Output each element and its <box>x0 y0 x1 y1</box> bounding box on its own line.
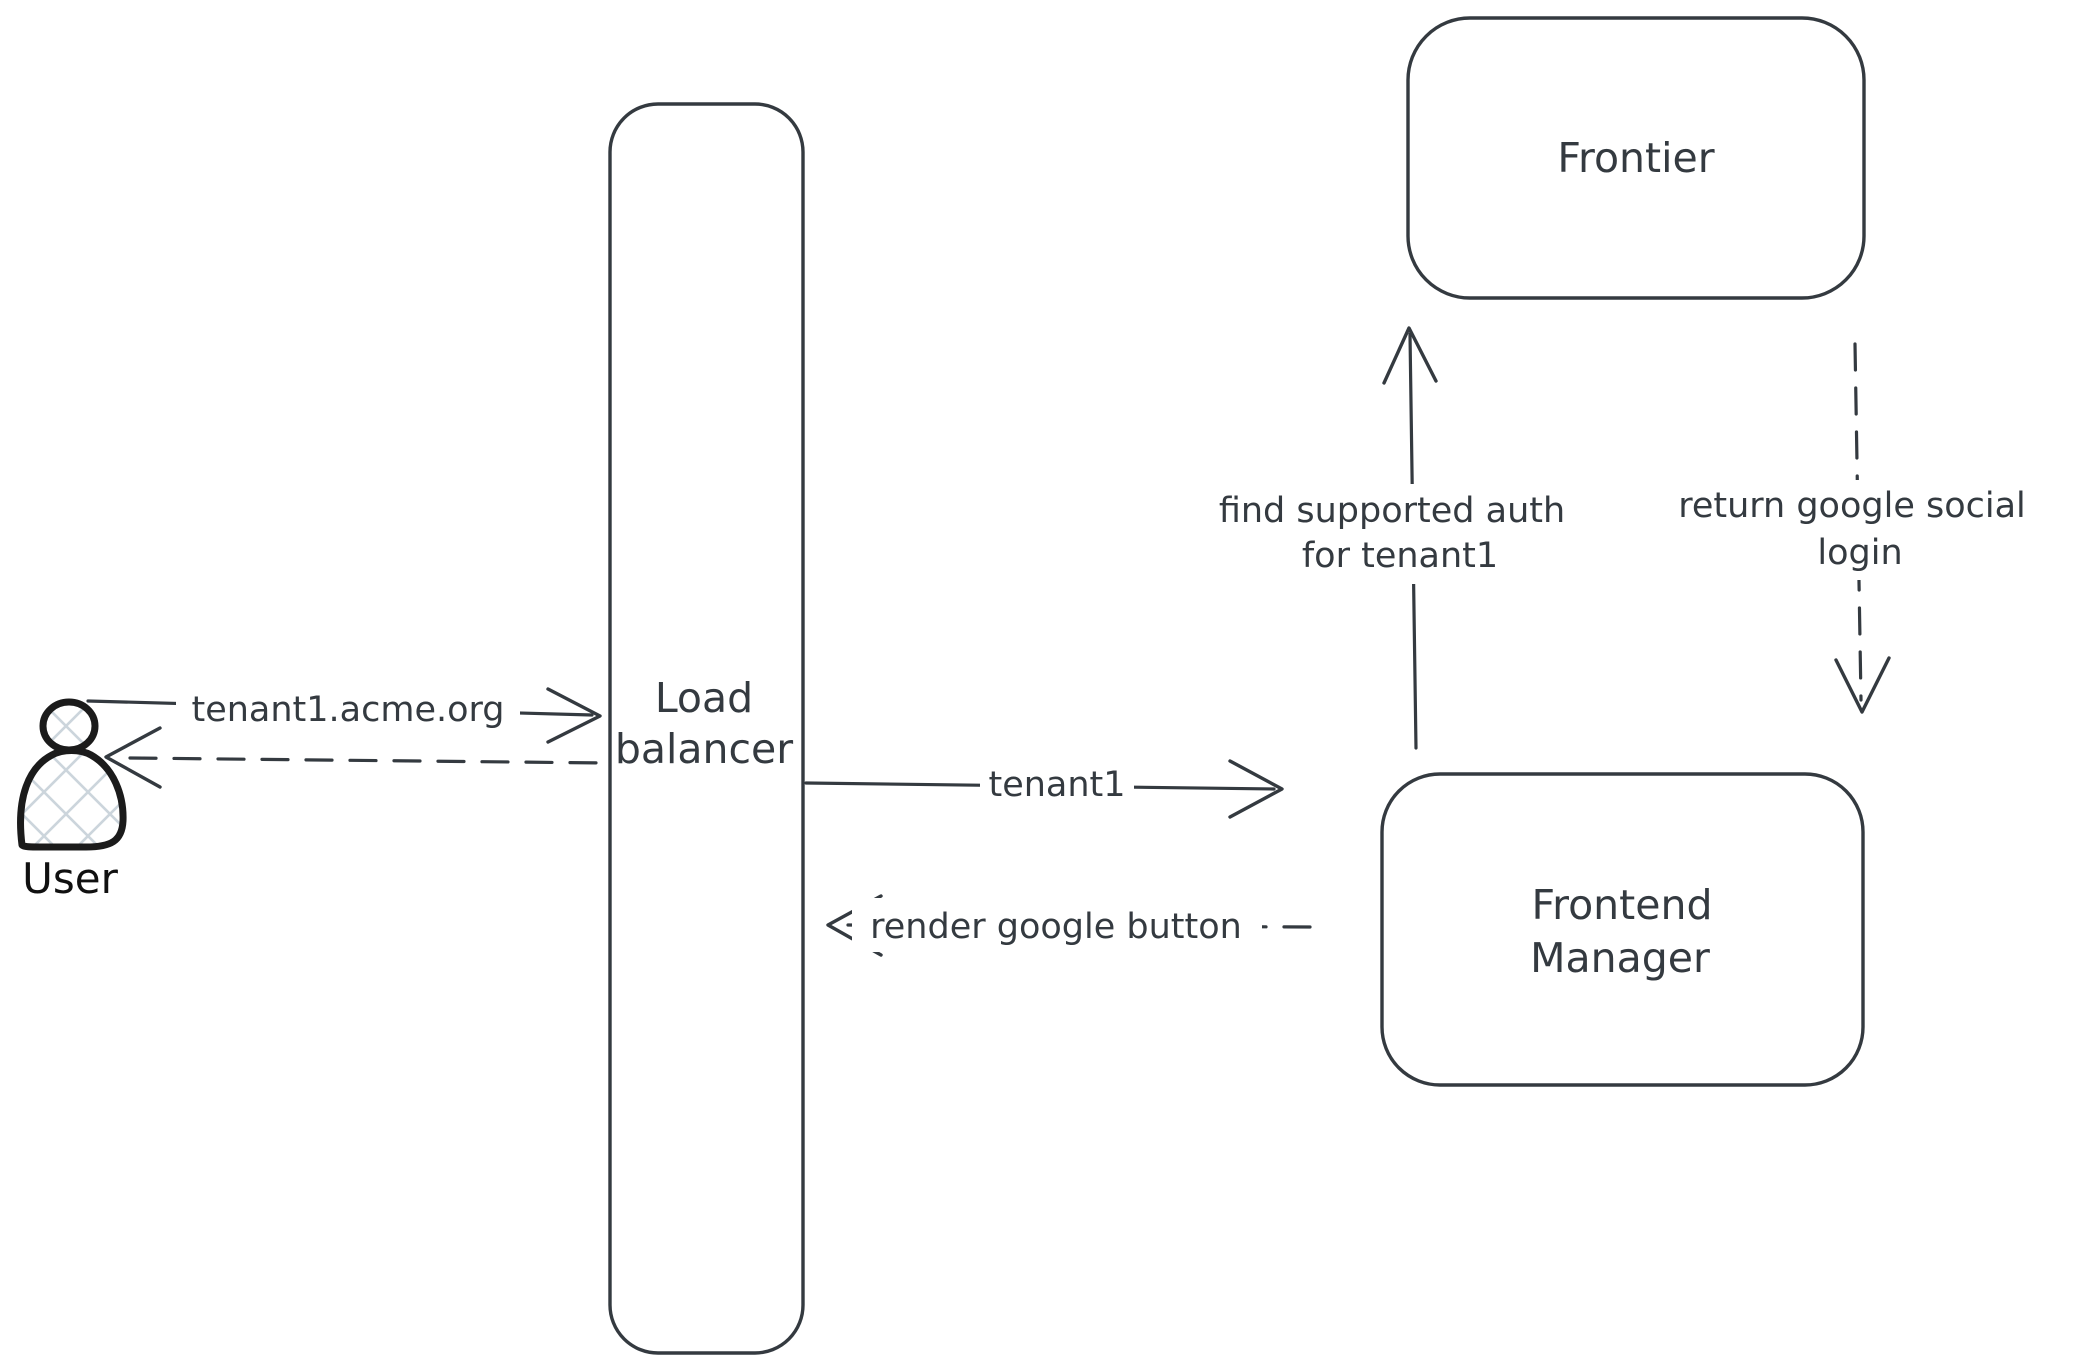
edge-label-tenant1: tenant1 <box>988 765 1125 805</box>
frontend-manager-label-line2: Manager <box>1530 934 1710 982</box>
edge-label-find-supported-auth-line2: for tenant1 <box>1302 536 1498 576</box>
label-background <box>852 898 1262 952</box>
arrow-user-to-load-balancer-head <box>546 687 602 744</box>
edge-label-return-google-social-line1: return google social <box>1678 486 2026 526</box>
frontend-manager-box <box>1380 772 1865 1087</box>
user-body-icon <box>17 747 127 851</box>
frontier-box <box>1406 16 1866 300</box>
label-background <box>1198 484 1590 584</box>
edge-label-return-google-social-line2: login <box>1817 533 1902 573</box>
arrow-load-balancer-to-user-line <box>128 756 610 765</box>
user-label: User <box>22 854 118 903</box>
user-head-icon <box>39 698 99 754</box>
arrow-frontier-to-frontend-manager-head <box>1834 656 1891 714</box>
frontend-manager-label-line1: Frontend <box>1532 881 1713 929</box>
edge-label-find-supported-auth-line1: find supported auth <box>1219 491 1565 531</box>
load-balancer-label-line1: Load <box>655 674 753 722</box>
label-background <box>176 684 520 734</box>
arrow-frontend-manager-to-frontier-head <box>1382 326 1438 385</box>
load-balancer-label-line2: balancer <box>615 725 793 773</box>
frontier-label: Frontier <box>1557 134 1714 182</box>
edge-label-render-google-button: render google button <box>870 907 1242 947</box>
arrow-load-balancer-to-frontend-manager-head <box>1228 759 1284 819</box>
user-person-icon <box>17 698 127 851</box>
label-background <box>980 758 1134 808</box>
load-balancer-box <box>608 102 805 1355</box>
label-background <box>1654 480 2054 580</box>
edge-label-tenant1-acme-org: tenant1.acme.org <box>191 690 504 730</box>
arrow-load-balancer-to-user-head <box>104 726 162 789</box>
